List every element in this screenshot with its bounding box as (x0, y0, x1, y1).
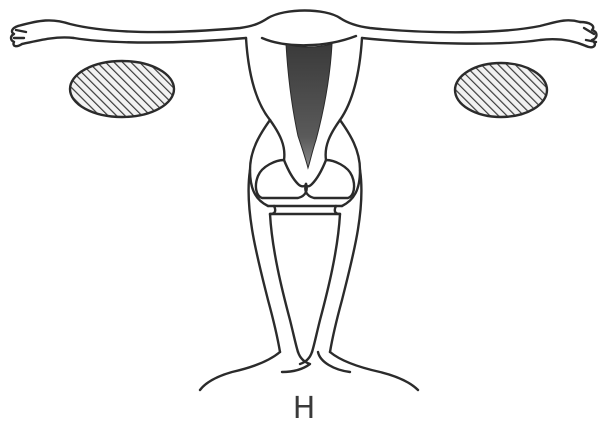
figure-label: H (282, 392, 326, 426)
right-tube-lower (362, 38, 586, 46)
uterus-left-wall (246, 38, 284, 160)
uterine-cavity-outline (262, 36, 356, 45)
left-labium (200, 352, 280, 390)
cervix-left (256, 160, 307, 198)
left-ovary (70, 61, 174, 117)
vagina-right-inner (312, 214, 340, 352)
right-ovary (455, 63, 547, 117)
uterus-fundus (268, 11, 340, 19)
cervix-outer-left (250, 120, 270, 206)
right-tube-upper (340, 18, 580, 32)
cervix-right (305, 160, 354, 198)
cervix-outer-right (340, 120, 360, 206)
vagina-left-inner (270, 214, 298, 352)
left-tube-upper (18, 18, 268, 32)
left-tube-lower (22, 37, 246, 44)
